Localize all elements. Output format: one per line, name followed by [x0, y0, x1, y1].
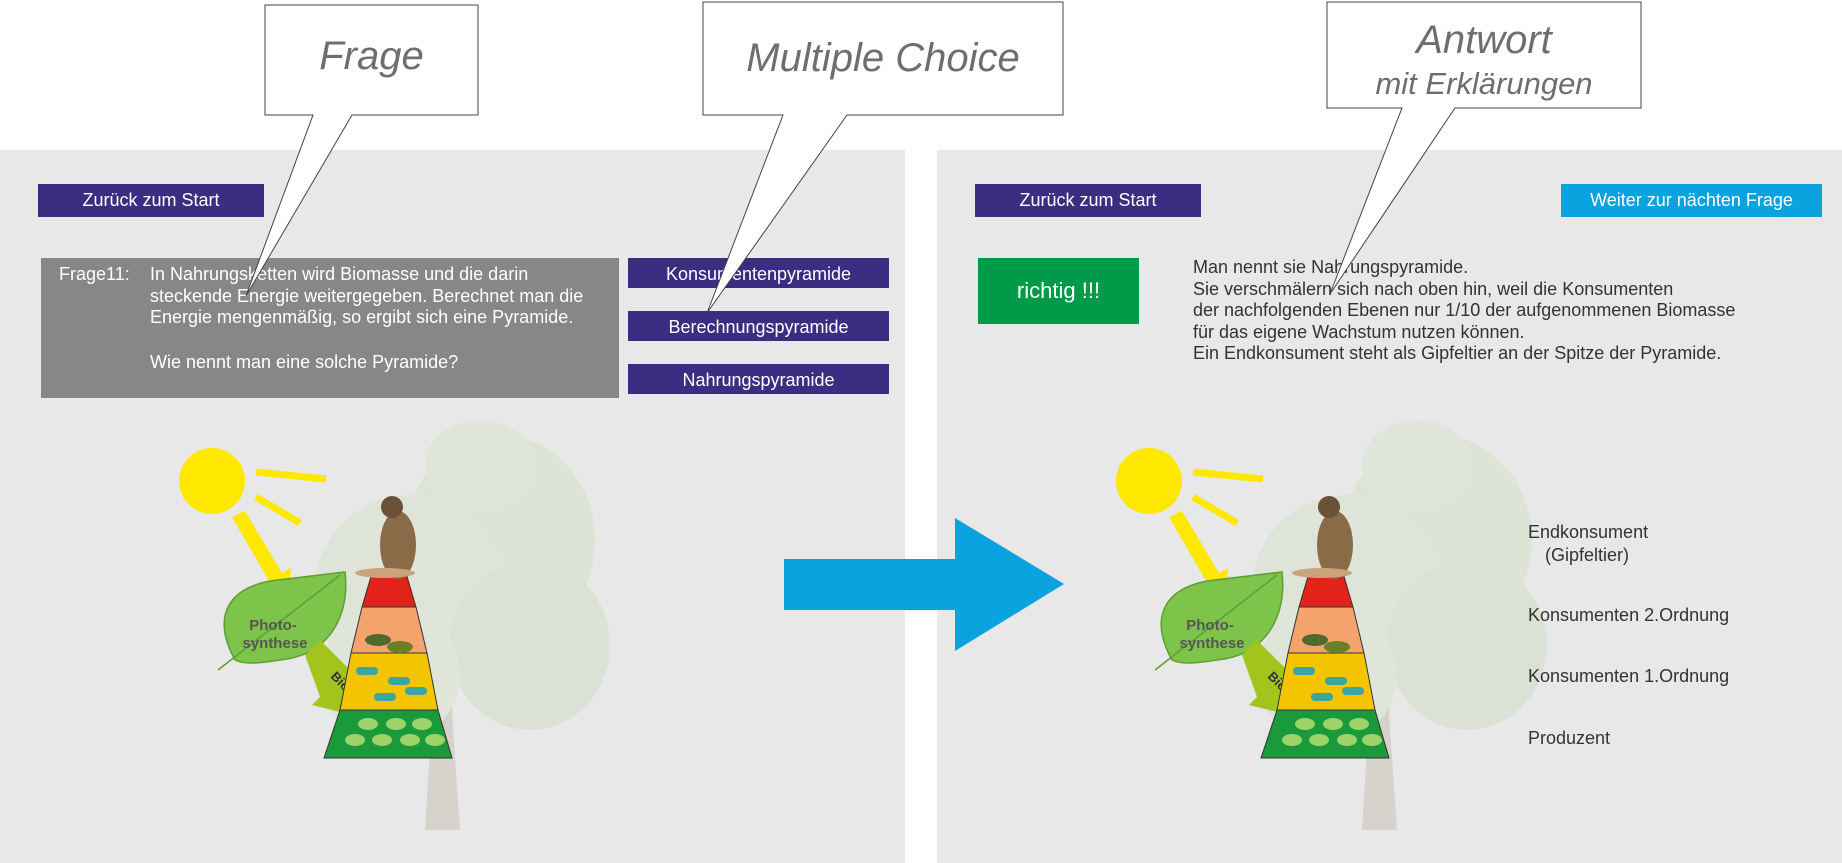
level-first-label: Konsumenten 1.Ordnung	[1528, 666, 1730, 686]
callout-antwort: Antwort	[1416, 18, 1552, 62]
food-pyramid-diagram-left: Photo- synthese Biomasse	[179, 420, 610, 830]
explanation-line: für das eigene Wachstum nutzen können.	[1193, 321, 1525, 342]
question-line: In Nahrungsketten wird Biomasse und die …	[150, 264, 529, 284]
back-to-start-button[interactable]: Zurück zum Start	[975, 184, 1201, 217]
question-text: In Nahrungsketten wird Biomasse und die …	[150, 264, 615, 329]
choice-konsumentenpyramide[interactable]: Konsumentenpyramide	[628, 258, 889, 288]
photosynthesis-label-line2: synthese	[242, 635, 307, 652]
explanation-line: Ein Endkonsument steht als Gipfeltier an…	[1193, 343, 1722, 364]
food-pyramid-diagram-right: Photo- synthese Biomasse	[1116, 420, 1547, 830]
question-line: Energie mengenmäßig, so ergibt sich eine…	[150, 307, 574, 327]
result-badge: richtig !!!	[978, 258, 1139, 324]
question-box: Frage11: In Nahrungsketten wird Biomasse…	[41, 258, 619, 398]
callout-frage: Frage	[319, 34, 424, 78]
explanation-line: Man nennt sie Nahrungspyramide.	[1193, 257, 1469, 277]
transition-arrow	[784, 518, 1064, 651]
photosynthesis-label-line1: Photo-	[1186, 617, 1233, 634]
level-top-sublabel: (Gipfeltier)	[1545, 545, 1630, 565]
back-to-start-button[interactable]: Zurück zum Start	[38, 184, 264, 217]
question-number: Frage11:	[59, 264, 130, 284]
photosynthesis-label-line2: synthese	[1179, 635, 1244, 652]
next-question-button[interactable]: Weiter zur nächten Frage	[1561, 184, 1822, 217]
level-producer-label: Produzent	[1528, 728, 1611, 748]
question-prompt: Wie nennt man eine solche Pyramide?	[150, 352, 459, 372]
answer-explanation: Man nennt sie Nahrungspyramide. Sie vers…	[1193, 257, 1793, 365]
level-top-label: Endkonsument	[1528, 522, 1649, 542]
callout-multiple-choice: Multiple Choice	[746, 36, 1020, 80]
question-line: steckende Energie weitergegeben. Berechn…	[150, 285, 584, 306]
photosynthesis-label-line1: Photo-	[249, 617, 296, 634]
callout-antwort-subtitle: mit Erklärungen	[1375, 66, 1593, 101]
explanation-line: Sie verschmälern sich nach oben hin, wei…	[1193, 278, 1674, 299]
choice-berechnungspyramide[interactable]: Berechnungspyramide	[628, 311, 889, 341]
choice-nahrungspyramide[interactable]: Nahrungspyramide	[628, 364, 889, 394]
explanation-line: der nachfolgenden Ebenen nur 1/10 der au…	[1193, 300, 1736, 321]
level-second-label: Konsumenten 2.Ordnung	[1528, 605, 1730, 625]
